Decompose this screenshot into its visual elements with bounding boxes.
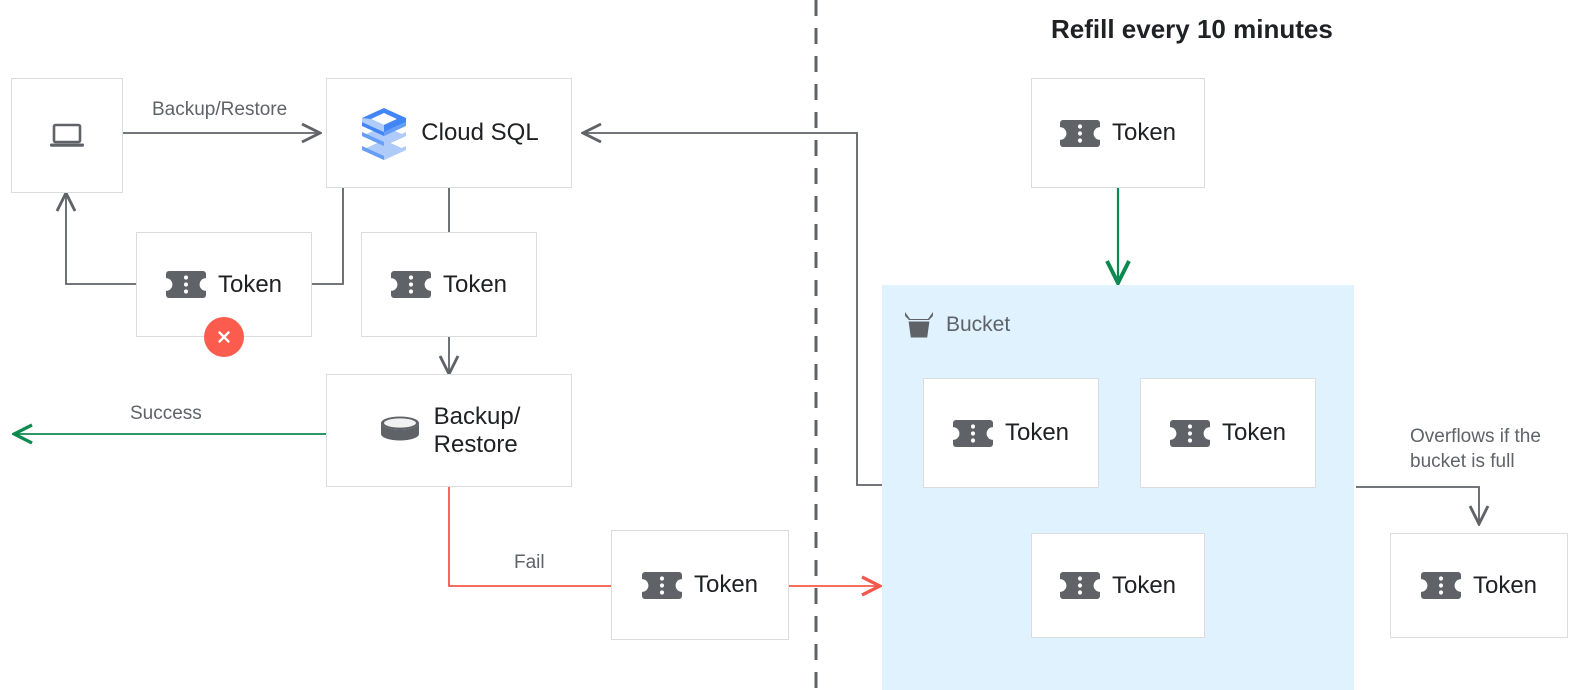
node-token-sql[interactable]: Token [361, 232, 537, 337]
cloud-sql-icon [359, 104, 409, 162]
edge-label-overflow: Overflows if the bucket is full [1410, 426, 1541, 472]
token-icon [641, 569, 682, 602]
node-label: Cloud SQL [421, 119, 539, 147]
token-icon [1169, 417, 1210, 450]
node-backup-restore[interactable]: Backup/ Restore [326, 374, 572, 487]
bucket-icon [902, 310, 936, 340]
token-icon [1059, 569, 1100, 602]
laptop-icon [47, 121, 87, 151]
node-label: Token [1004, 419, 1070, 447]
node-label: Token [442, 270, 508, 298]
token-icon [952, 417, 993, 450]
node-token-bucket-1[interactable]: Token [923, 378, 1099, 488]
edge-cloudsql-to-tokenfail-to-client [312, 187, 344, 285]
node-label: Token [1111, 571, 1177, 599]
node-token-bucket-2[interactable]: Token [1140, 378, 1316, 488]
token-icon [1420, 569, 1461, 602]
node-label: Backup/ Restore [433, 402, 521, 458]
bucket-label: Bucket [946, 313, 1011, 336]
edge-backup-fail [448, 487, 611, 587]
token-icon [165, 268, 206, 301]
edge-tokenfail-to-client [66, 193, 136, 285]
edge-label-success: Success [130, 403, 202, 424]
token-icon [390, 268, 431, 301]
diagram-title: Refill every 10 minutes [1051, 14, 1333, 44]
node-label: Token [1111, 119, 1177, 147]
status-badge-fail [204, 317, 244, 357]
node-label: Token [1221, 419, 1287, 447]
edge-label-fail: Fail [514, 552, 545, 573]
node-client[interactable] [11, 78, 123, 193]
node-token-failpath[interactable]: Token [611, 530, 789, 640]
node-label: Token [693, 571, 759, 599]
token-icon [1059, 117, 1100, 150]
edge-label-backup-restore: Backup/Restore [152, 99, 288, 120]
node-token-bucket-3[interactable]: Token [1031, 533, 1205, 638]
edge-bucket-to-cloudsql [583, 133, 882, 486]
node-token-refill[interactable]: Token [1031, 78, 1205, 188]
node-label: Token [1472, 571, 1538, 599]
bucket-header: Bucket [902, 310, 1010, 340]
database-icon [378, 413, 422, 449]
x-close-icon [214, 327, 234, 347]
node-cloud-sql[interactable]: Cloud SQL [326, 78, 572, 188]
edge-bucket-overflow [1356, 486, 1479, 524]
node-token-overflow[interactable]: Token [1390, 533, 1568, 638]
node-label: Token [217, 270, 283, 298]
